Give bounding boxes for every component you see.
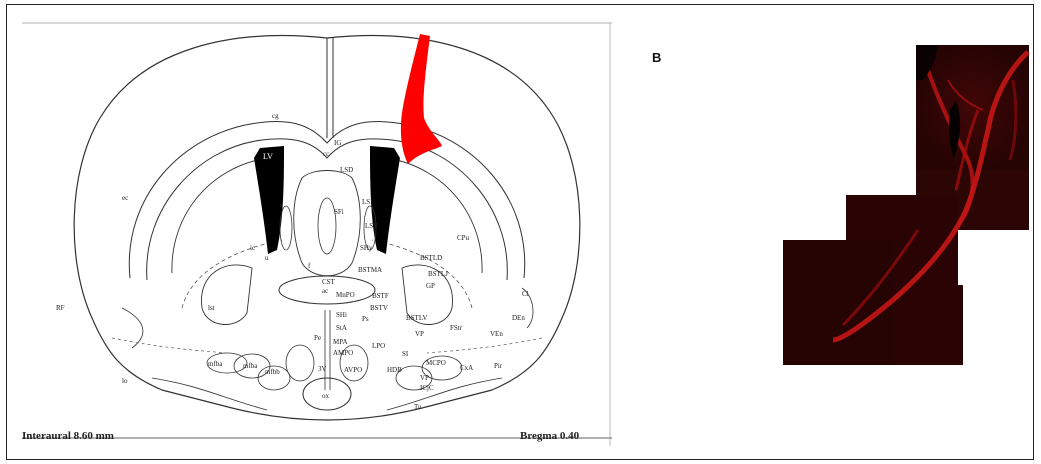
- label-gp: GP: [426, 282, 435, 290]
- label-shi: SHi: [336, 311, 347, 319]
- footer-interaural: Interaural 8.60 mm: [22, 430, 114, 442]
- label-si: SI: [402, 350, 409, 358]
- label-cpu: CPu: [457, 234, 470, 242]
- label-lv: LV: [263, 152, 273, 161]
- label-bstld: BSTLD: [420, 254, 442, 262]
- label-mpa: MPA: [333, 338, 348, 346]
- label-ven: VEn: [490, 330, 503, 338]
- label-hdb: HDB: [387, 366, 402, 374]
- label-rf: RF: [56, 304, 65, 312]
- label-cg: cg: [272, 112, 279, 120]
- footer-bregma: Bregma 0.40: [520, 430, 579, 442]
- label-bstlv: BSTLV: [406, 314, 428, 322]
- label-ac: ac: [322, 287, 328, 295]
- label-pe: Pe: [314, 334, 321, 342]
- label-cxa: CxA: [460, 364, 473, 372]
- label-mfba-right: mfba: [243, 362, 258, 370]
- label-vp-ventral: VP: [420, 374, 429, 382]
- label-bstv: BSTV: [370, 304, 388, 312]
- label-den: DEn: [512, 314, 525, 322]
- label-bstma: BSTMA: [358, 266, 382, 274]
- label-ampo: AMPO: [333, 349, 353, 357]
- label-3v: 3V: [318, 365, 327, 373]
- label-lsi: LSI: [362, 198, 373, 206]
- label-sfi: SFi: [334, 208, 344, 216]
- label-cst: CST: [322, 278, 336, 286]
- label-avpo: AVPO: [344, 366, 362, 374]
- label-sta: StA: [336, 324, 347, 332]
- label-ig: IG: [334, 139, 341, 147]
- label-mcpo: MCPO: [426, 359, 446, 367]
- label-ic: ic: [250, 244, 255, 252]
- label-mfba-left: mfba: [208, 360, 223, 368]
- label-ps: Ps: [362, 315, 369, 323]
- panel-b-label: B: [652, 50, 661, 65]
- label-vp: VP: [415, 330, 424, 338]
- label-mnpo: MnPO: [336, 291, 355, 299]
- label-ec: ec: [122, 194, 128, 202]
- label-lo: lo: [122, 377, 128, 385]
- label-lpo: LPO: [372, 342, 385, 350]
- label-mfbb: mfbb: [265, 368, 280, 376]
- label-ox: ox: [322, 392, 330, 400]
- label-lsd: LSD: [340, 166, 353, 174]
- label-cl: Cl: [522, 290, 529, 298]
- label-lst: lst: [208, 304, 215, 312]
- label-pir: Pir: [494, 362, 503, 370]
- label-shy: SHy: [360, 244, 373, 252]
- label-tu: Tu: [414, 403, 422, 411]
- brain-atlas-diagram: cg IG cc LV LSD ec SFi LSI LSV SHy CPu i…: [22, 18, 612, 446]
- label-u: u: [265, 254, 269, 262]
- label-bstli: BSTLJ: [428, 270, 448, 278]
- label-lsv: LSV: [365, 222, 378, 230]
- label-bstf: BSTF: [372, 292, 389, 300]
- label-fstr: FStr: [450, 324, 463, 332]
- fluorescence-micrograph: [778, 40, 1030, 365]
- label-cc: cc: [323, 150, 329, 158]
- label-icjc: ICjC: [420, 384, 434, 392]
